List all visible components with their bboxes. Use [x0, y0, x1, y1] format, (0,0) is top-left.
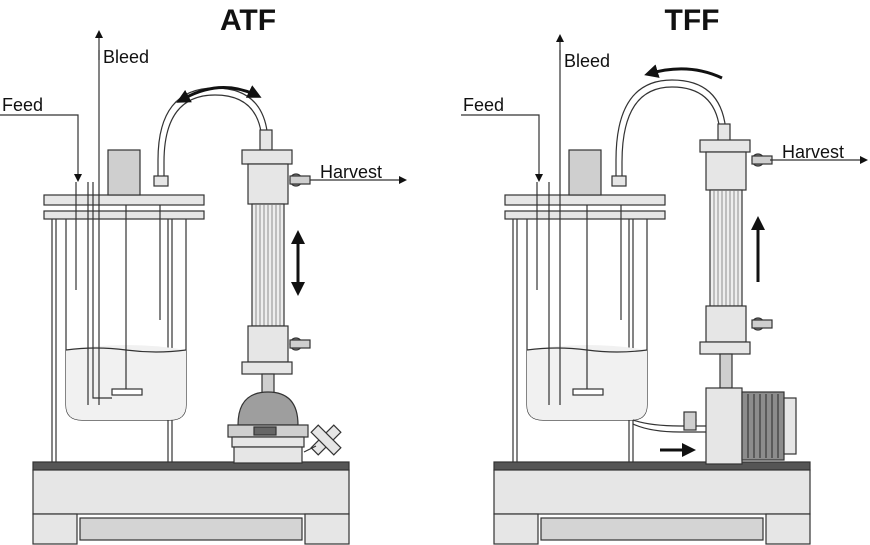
feed-line [461, 114, 543, 182]
base-stand [32, 461, 350, 545]
feed-line [0, 114, 82, 182]
tff-panel: TFF [461, 4, 868, 545]
filter-module [699, 139, 773, 389]
atf-panel: ATF [0, 4, 407, 545]
feed-label: Feed [463, 95, 504, 115]
bleed-label: Bleed [103, 47, 149, 67]
harvest-label: Harvest [782, 142, 844, 162]
bioreactor-vessel [43, 50, 205, 462]
peristaltic-pump [683, 387, 797, 465]
base-stand [493, 461, 811, 545]
feed-label: Feed [2, 95, 43, 115]
harvest-label: Harvest [320, 162, 382, 182]
diaphragm-pump [227, 391, 342, 464]
recirculation-tubing [615, 79, 727, 182]
filter-module [241, 149, 311, 395]
curved-flow-arrow [644, 64, 723, 80]
panel-title: TFF [665, 4, 720, 37]
bioreactor-vessel [504, 50, 666, 462]
panel-title: ATF [220, 4, 276, 37]
bleed-label: Bleed [564, 51, 610, 71]
curved-flow-arrow [176, 85, 262, 103]
